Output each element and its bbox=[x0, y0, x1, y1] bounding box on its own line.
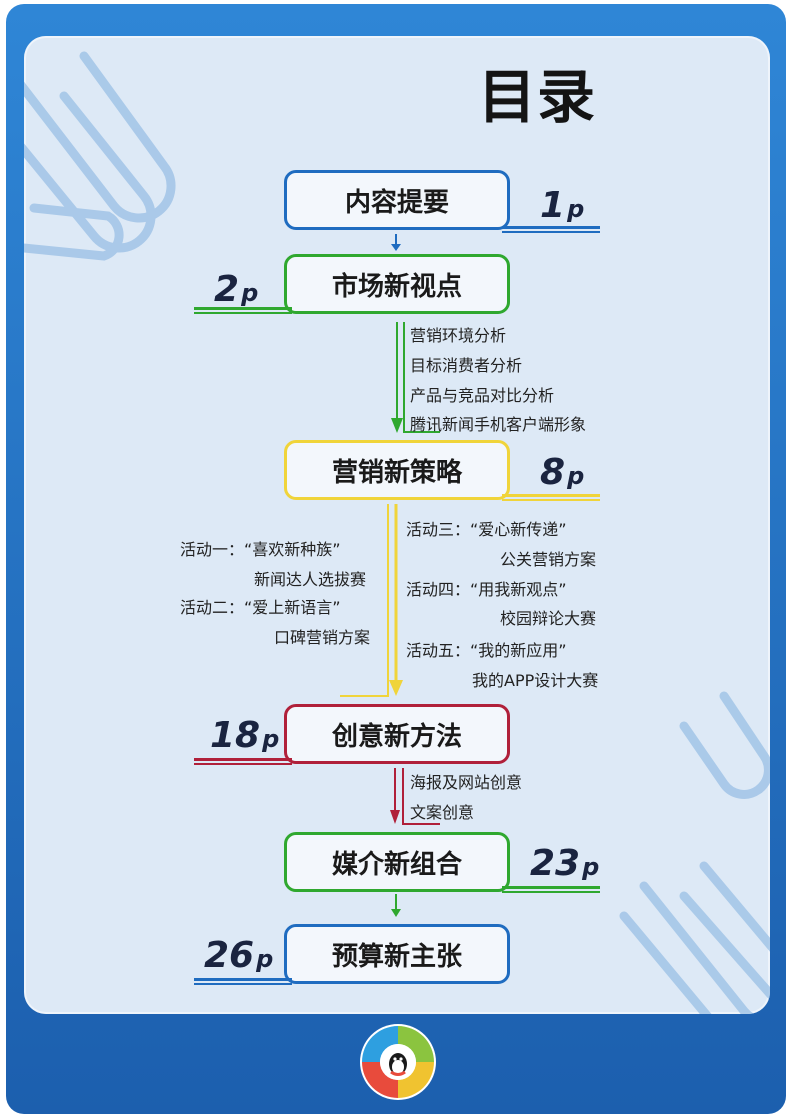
page-number-value: 26 bbox=[204, 935, 254, 976]
activity-subtitle: 我的APP设计大赛 bbox=[472, 673, 598, 689]
page-unit: p bbox=[256, 945, 273, 973]
page-unit: p bbox=[582, 853, 599, 881]
page-number-value: 8 bbox=[540, 452, 565, 493]
activity-title: 活动三：“爱心新传递” bbox=[406, 522, 567, 538]
activity-subtitle: 新闻达人选拔赛 bbox=[254, 572, 366, 588]
page-underline bbox=[502, 494, 600, 501]
page-underline bbox=[502, 226, 600, 233]
qq-news-logo-icon bbox=[358, 1022, 438, 1102]
page-number: 23p bbox=[530, 846, 599, 882]
page-underline bbox=[194, 758, 292, 765]
activity-subtitle: 口碑营销方案 bbox=[274, 630, 370, 646]
page-underline bbox=[502, 886, 600, 893]
topic-item: 目标消费者分析 bbox=[410, 358, 522, 374]
topic-item: 文案创意 bbox=[410, 805, 474, 821]
page-unit: p bbox=[241, 279, 258, 307]
page-underline bbox=[194, 307, 292, 314]
section-box-budget[interactable]: 预算新主张 bbox=[284, 924, 510, 984]
activity-title: 活动二：“爱上新语言” bbox=[180, 600, 341, 616]
page-number: 18p bbox=[210, 718, 279, 754]
activity-subtitle: 公关营销方案 bbox=[500, 552, 596, 568]
section-box-market[interactable]: 市场新视点 bbox=[284, 254, 510, 314]
topic-item: 产品与竞品对比分析 bbox=[410, 388, 554, 404]
activity-title: 活动四：“用我新观点” bbox=[406, 582, 567, 598]
topic-item: 营销环境分析 bbox=[410, 328, 506, 344]
page-number: 26p bbox=[204, 938, 273, 974]
activity-title: 活动五：“我的新应用” bbox=[406, 643, 567, 659]
page-number: 2p bbox=[214, 272, 258, 308]
page-number-value: 2 bbox=[214, 269, 239, 310]
section-box-media[interactable]: 媒介新组合 bbox=[284, 832, 510, 892]
page-number-value: 23 bbox=[530, 843, 580, 884]
page-number-value: 1 bbox=[540, 185, 565, 226]
page-unit: p bbox=[262, 725, 279, 753]
page-number: 8p bbox=[540, 455, 584, 491]
topic-item: 海报及网站创意 bbox=[410, 775, 522, 791]
section-box-strategy[interactable]: 营销新策略 bbox=[284, 440, 510, 500]
activity-title: 活动一：“喜欢新种族” bbox=[180, 542, 341, 558]
page-unit: p bbox=[567, 195, 584, 223]
page-underline bbox=[194, 978, 292, 985]
page-number: 1p bbox=[540, 188, 584, 224]
section-box-creative[interactable]: 创意新方法 bbox=[284, 704, 510, 764]
page-number-value: 18 bbox=[210, 715, 260, 756]
section-box-summary[interactable]: 内容提要 bbox=[284, 170, 510, 230]
topic-item: 腾讯新闻手机客户端形象 bbox=[410, 417, 586, 433]
page-unit: p bbox=[567, 462, 584, 490]
activity-subtitle: 校园辩论大赛 bbox=[500, 611, 596, 627]
